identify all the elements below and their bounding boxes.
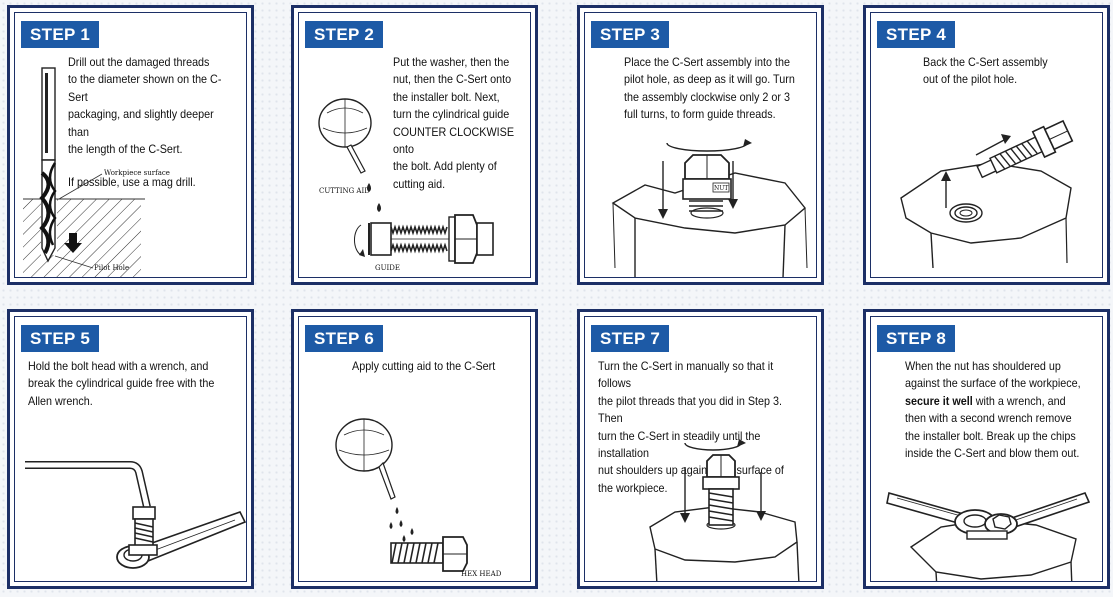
step-5-text: Hold the bolt head with a wrench, and br… [28,360,215,408]
step-8-text: When the nut has shouldered up against t… [905,360,1081,461]
callout-hex-head: HEX HEAD [461,570,502,578]
step-5-panel: STEP 5 Hold the bolt head with a wrench,… [7,309,254,589]
callout-nut: NUT [714,185,728,192]
down-arrow-icon [64,233,82,253]
assembly-insert-illustration: NUT [611,139,808,277]
step-3-panel: STEP 3 Place the C-Sert assembly into th… [577,5,824,285]
rotate-clockwise-icon [684,442,742,451]
step-4-badge: STEP 4 [877,21,956,48]
step-7-panel: STEP 7 Turn the C-Sert in manually so th… [577,309,824,589]
step-3-text: Place the C-Sert assembly into the pilot… [624,56,795,122]
step-5-badge: STEP 5 [21,325,100,352]
step-1-panel: STEP 1 Drill out the damaged threads to … [7,5,254,285]
break-guide-illustration [25,461,246,569]
step-3-badge: STEP 3 [591,21,670,48]
step-7-text: Turn the C-Sert in manually so that it f… [598,360,784,495]
step-4-text: Back the C-Sert assembly out of the pilo… [923,56,1048,87]
backout-illustration [900,119,1074,269]
step-2-badge: STEP 2 [305,21,384,48]
step-2-panel: STEP 2 Put the washer, then the nut, the… [291,5,538,285]
step-6-panel: STEP 6 Apply cutting aid to the C-Sert H… [291,309,538,589]
apply-cutting-aid-illustration: HEX HEAD [335,418,502,578]
step-6-text: Apply cutting aid to the C-Sert [352,360,496,373]
step-8-panel: STEP 8 When the nut has shouldered up ag… [863,309,1110,589]
rotate-clockwise-icon [666,142,748,152]
step-4-panel: STEP 4 Back the C-Sert assembly out of t… [863,5,1110,285]
step-6-badge: STEP 6 [305,325,384,352]
callout-pilot-hole: Pilot Hole [94,264,129,272]
step-8-badge: STEP 8 [877,325,956,352]
washer-nut-illustration: CUTTING AID GUIDE [318,98,494,272]
callout-cutting-aid: CUTTING AID [319,187,370,195]
thread-in-illustration [649,439,800,581]
emphasis-secure-it-well: secure it well [905,394,973,408]
step-1-text: Drill out the damaged threads to the dia… [68,56,222,190]
remove-bolt-illustration [886,491,1091,581]
step-7-badge: STEP 7 [591,325,670,352]
step-2-text: Put the washer, then the nut, then the C… [393,56,515,191]
callout-guide: GUIDE [375,264,400,272]
callout-workpiece-surface: Workpiece surface [104,169,170,177]
drill-illustration: Workpiece surface Pilot Hole [23,67,170,277]
step-1-badge: STEP 1 [21,21,100,48]
